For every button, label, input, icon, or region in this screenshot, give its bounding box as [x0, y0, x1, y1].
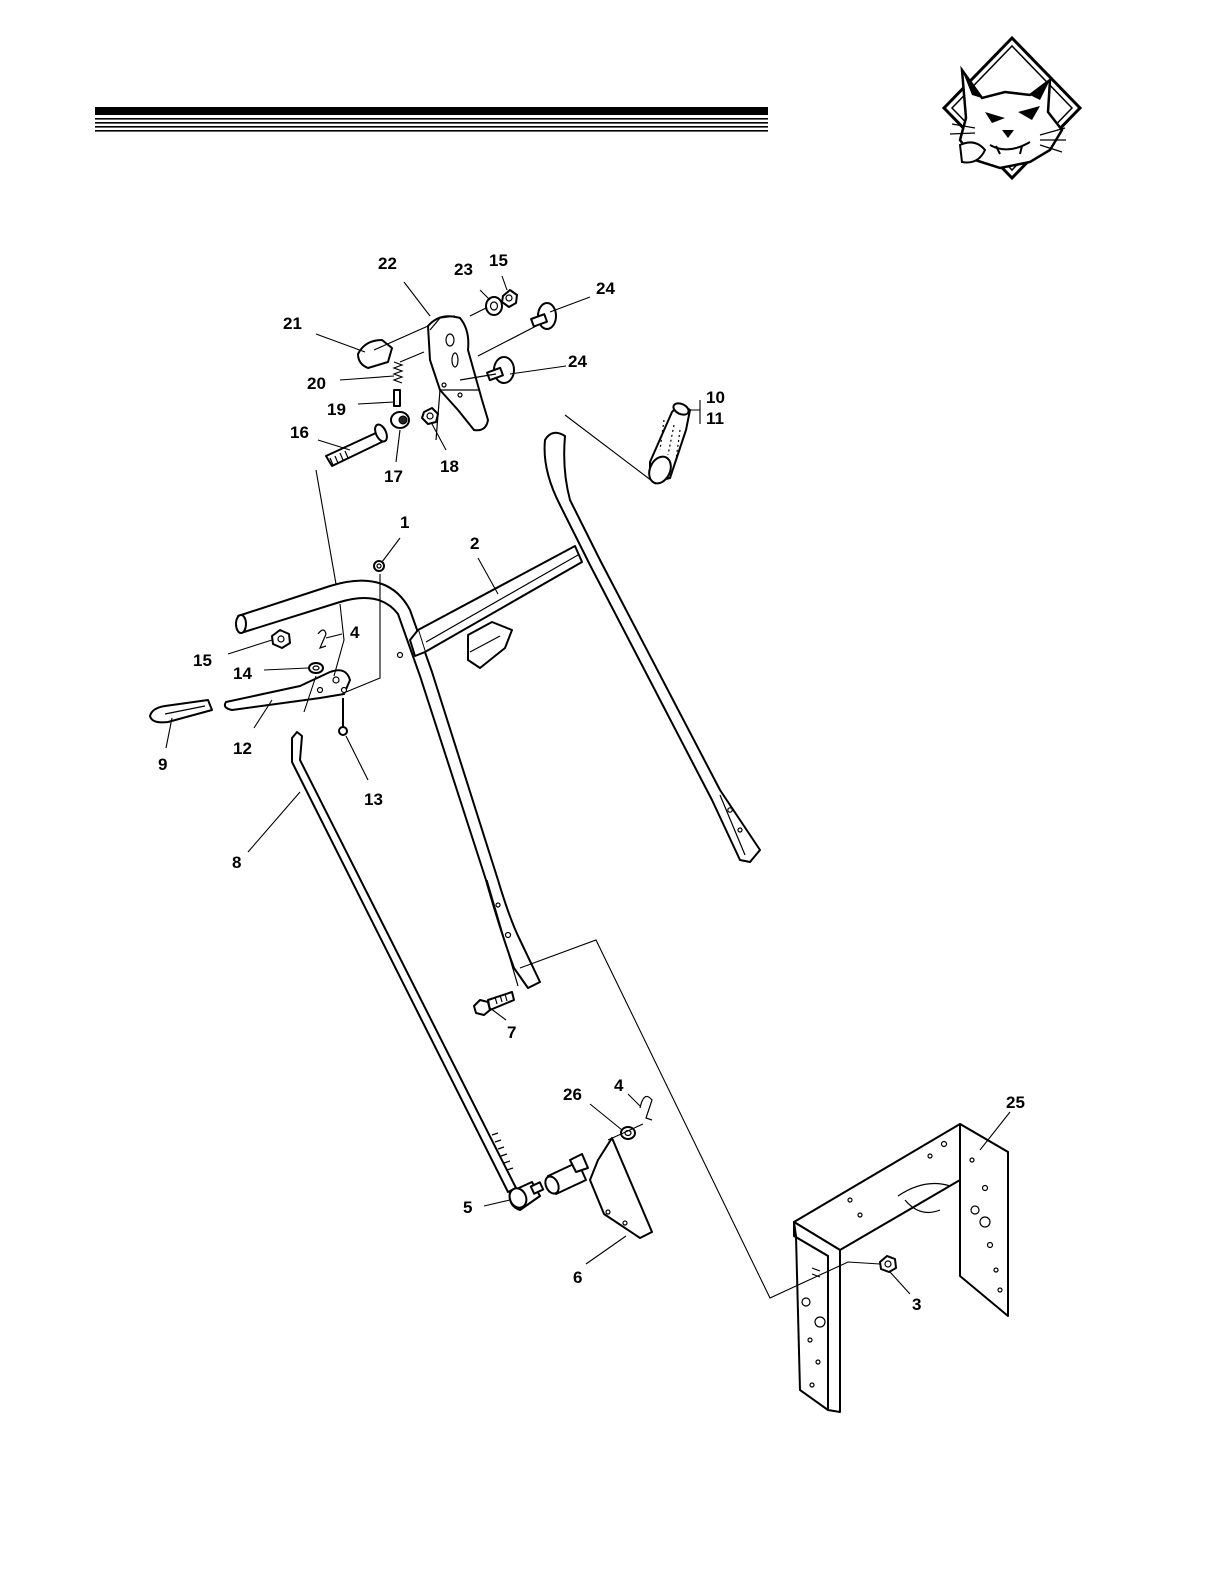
- lever-washer: [309, 663, 323, 673]
- callout-21: 21: [283, 314, 302, 333]
- callout-9: 9: [158, 755, 167, 774]
- hair-pin-upper: [318, 630, 326, 648]
- carriage-bolt-upper: [531, 303, 556, 329]
- callout-7: 7: [507, 1023, 516, 1042]
- hair-pin-lower: [640, 1096, 652, 1120]
- callout-19: 19: [327, 400, 346, 419]
- callout-26: 26: [563, 1085, 582, 1104]
- washer-top: [486, 297, 502, 315]
- shift-linkage: [150, 561, 652, 1238]
- callout-10: 10: [706, 388, 725, 407]
- pivot-shaft: [326, 423, 389, 466]
- callout-8: 8: [232, 853, 241, 872]
- nut-top: [502, 290, 517, 307]
- callout-15-lever: 15: [193, 651, 212, 670]
- callout-5: 5: [463, 1198, 472, 1217]
- callout-1: 1: [400, 513, 409, 532]
- callout-11: 11: [706, 409, 724, 428]
- mounting-bracket: [794, 1124, 1008, 1412]
- callout-16: 16: [290, 423, 309, 442]
- callout-2: 2: [470, 534, 479, 553]
- clevis-pin: [339, 698, 347, 735]
- callout-23: 23: [454, 260, 473, 279]
- callout-13: 13: [364, 790, 383, 809]
- lever-hex-nut: [272, 630, 290, 648]
- callout-17: 17: [384, 467, 403, 486]
- callout-3: 3: [912, 1295, 921, 1314]
- callout-14: 14: [233, 664, 252, 683]
- spring: [394, 362, 402, 383]
- callout-24-lower: 24: [568, 352, 587, 371]
- callout-20: 20: [307, 374, 326, 393]
- callout-12: 12: [233, 739, 252, 758]
- callout-4-upper: 4: [350, 623, 360, 642]
- bracket-nut: [880, 1256, 896, 1272]
- header-rule: [95, 107, 768, 132]
- upper-handle-right: [545, 433, 760, 862]
- pin: [394, 390, 400, 406]
- callout-22: 22: [378, 254, 397, 273]
- carriage-bolt-lower: [487, 357, 514, 383]
- bushing: [391, 412, 409, 428]
- callout-18: 18: [440, 457, 459, 476]
- callout-labels: 1 2 3 4 4 5 6 7 8 9 10 11 12 13 14 15 15…: [158, 251, 1025, 1314]
- callout-15-top: 15: [489, 251, 508, 270]
- lever-nut: [422, 408, 438, 424]
- wildcat-logo-icon: [944, 38, 1080, 178]
- shift-bracket: [543, 1138, 652, 1238]
- callout-24-upper: 24: [596, 279, 615, 298]
- callout-6: 6: [573, 1268, 582, 1287]
- shift-rod: [292, 732, 516, 1192]
- small-washer: [374, 561, 384, 571]
- grip-sleeve: [645, 401, 690, 487]
- callout-25: 25: [1006, 1093, 1025, 1112]
- callout-4-lower: 4: [614, 1076, 624, 1095]
